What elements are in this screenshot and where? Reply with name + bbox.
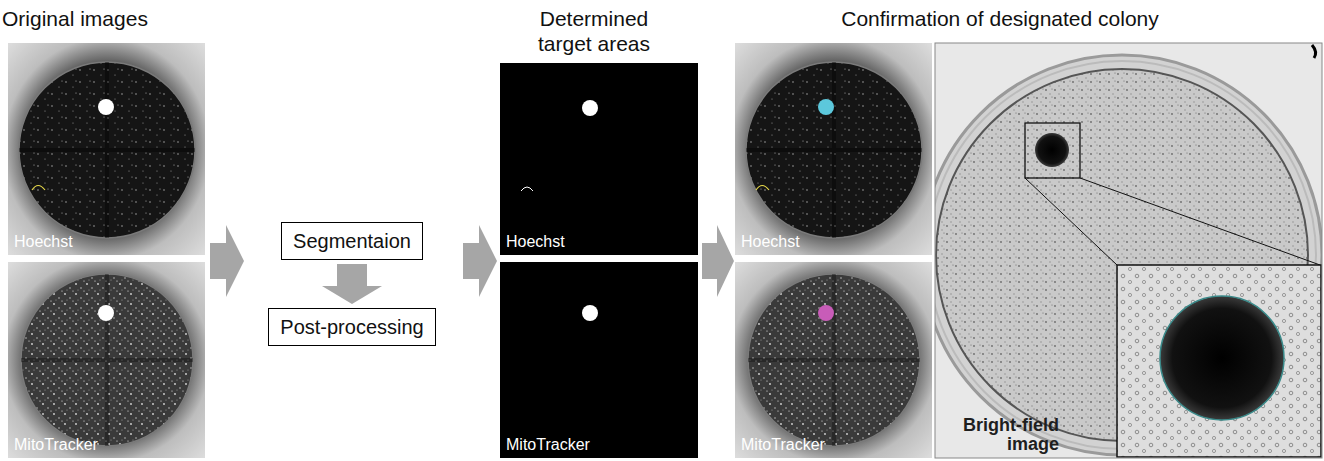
bright-field-panel: Bright-field image bbox=[935, 43, 1322, 458]
process-label: Segmentaion bbox=[293, 230, 411, 253]
column-heading: Determined target areas bbox=[524, 6, 664, 56]
image-panel: Hoechst bbox=[8, 43, 205, 255]
panel-label: Hoechst bbox=[741, 233, 800, 251]
image-panel: MitoTracker bbox=[8, 262, 205, 458]
panel-label: MitoTracker bbox=[741, 436, 825, 454]
process-box: Segmentaion bbox=[281, 222, 423, 260]
process-label: Post-processing bbox=[280, 316, 423, 339]
flow-arrow bbox=[322, 264, 382, 304]
process-box: Post-processing bbox=[268, 308, 436, 346]
mask-panel: MitoTracker bbox=[500, 262, 698, 458]
overlay-panel: MitoTracker bbox=[735, 262, 932, 458]
column-heading: Confirmation of designated colony bbox=[720, 6, 1280, 31]
overlay-panel: Hoechst bbox=[735, 43, 932, 255]
panel-label: MitoTracker bbox=[14, 436, 98, 454]
mask-panel: Hoechst bbox=[500, 63, 698, 255]
panel-label: Bright-field image bbox=[941, 416, 1059, 454]
panel-label: Hoechst bbox=[506, 233, 565, 251]
panel-label: Hoechst bbox=[14, 233, 73, 251]
panel-label: MitoTracker bbox=[506, 436, 590, 454]
column-heading: Original images bbox=[2, 6, 202, 31]
